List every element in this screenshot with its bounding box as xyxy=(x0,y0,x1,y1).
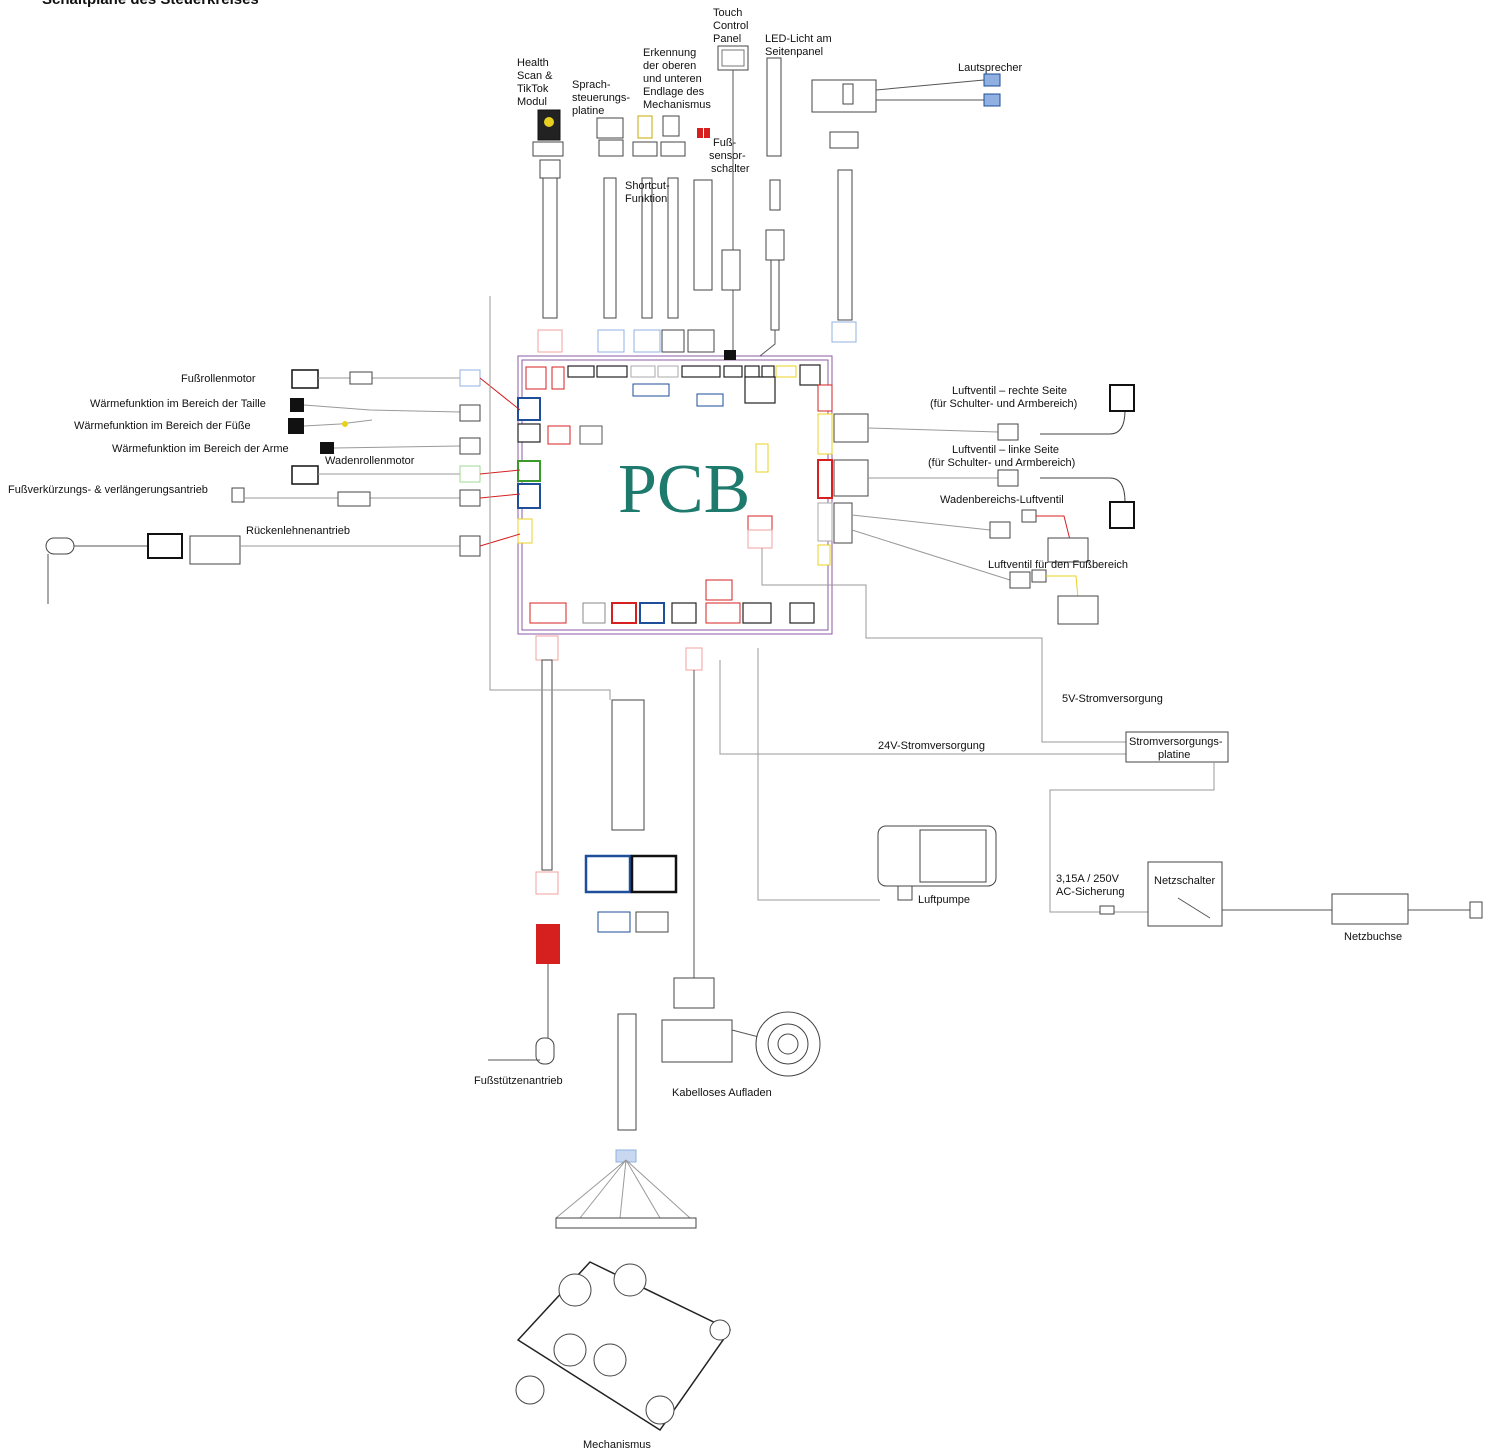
fuss-sensor-schalter: Fuß- sensor- schalter Shortcut- Funktion xyxy=(625,128,750,353)
netzbuchse-label: Netzbuchse xyxy=(1344,931,1402,943)
touch-label-3: Panel xyxy=(713,33,741,45)
bottom-harness: Fußstützenantrieb Kabelloses Aufladen xyxy=(474,296,821,1229)
fuss-sensor-label-2: sensor- xyxy=(709,150,746,162)
touch-control-panel: Touch Control Panel xyxy=(713,7,749,360)
fuss-sensor-label-3: schalter xyxy=(711,163,750,175)
lautsprecher-label: Lautsprecher xyxy=(958,62,1023,74)
stromplatine-label-1: Stromversorgungs- xyxy=(1129,736,1223,748)
luftventil-rechts-label-1: Luftventil – rechte Seite xyxy=(952,385,1067,397)
endlage-label-1: Erkennung xyxy=(643,47,696,59)
sicherung-label-1: 3,15A / 250V xyxy=(1056,873,1120,885)
diagram-title: Schaltpläne des Steuerkreises xyxy=(42,0,259,8)
touch-label-2: Control xyxy=(713,20,748,32)
sprach-label-1: Sprach- xyxy=(572,79,611,91)
health-scan-module: Health Scan & TikTok Modul xyxy=(517,57,564,353)
luftpumpe: Luftpumpe xyxy=(757,648,997,906)
sicherung-label-2: AC-Sicherung xyxy=(1056,886,1124,898)
fuss-luftventil-label: Luftventil für den Fußbereich xyxy=(988,559,1128,571)
strom5v-label: 5V-Stromversorgung xyxy=(1062,693,1163,705)
shortcut-label-1: Shortcut- xyxy=(625,180,670,192)
luftventil-rechts: Luftventil – rechte Seite (für Schulter-… xyxy=(833,384,1135,443)
strom24v-label: 24V-Stromversorgung xyxy=(878,740,985,752)
waerme-taille: Wärmefunktion im Bereich der Taille xyxy=(90,398,481,422)
health-scan-label-2: Scan & xyxy=(517,70,553,82)
waden-luftventil-label: Wadenbereichs-Luftventil xyxy=(940,494,1064,506)
endlage-label-3: und unteren xyxy=(643,73,702,85)
lautsprecher-module: Lautsprecher xyxy=(811,62,1023,343)
touch-label-1: Touch xyxy=(713,7,742,19)
kabellos-label: Kabelloses Aufladen xyxy=(672,1087,772,1099)
netzbuchse-box xyxy=(1331,893,1409,925)
fussrollenmotor: Fußrollenmotor xyxy=(181,369,521,411)
fussverkuerzung-antrieb: Fußverkürzungs- & verlängerungsantrieb xyxy=(8,484,521,507)
led-label-2: Seitenpanel xyxy=(765,46,823,58)
fussverkuerzung-label: Fußverkürzungs- & verlängerungsantrieb xyxy=(8,484,208,496)
waerme-arme-label: Wärmefunktion im Bereich der Arme xyxy=(112,443,289,455)
endlage-label-2: der oberen xyxy=(643,60,696,72)
netzschalter-box xyxy=(1147,861,1223,927)
stromplatine-label-2: platine xyxy=(1158,749,1190,761)
pcb-board: PCB xyxy=(517,355,833,635)
fuse-icon xyxy=(1099,905,1115,915)
netzschalter-label: Netzschalter xyxy=(1154,875,1215,887)
led-label-1: LED-Licht am xyxy=(765,33,832,45)
luftventil-rechts-label-2: (für Schulter- und Armbereich) xyxy=(930,398,1077,410)
rueckenlehne-antrieb: Rückenlehnenantrieb xyxy=(45,525,521,604)
waden-luftventil: Wadenbereichs-Luftventil xyxy=(833,494,1089,563)
waerme-arme: Wärmefunktion im Bereich der Arme xyxy=(112,437,481,455)
wadenrollenmotor-label: Wadenrollenmotor xyxy=(325,455,415,467)
stromplatine-box xyxy=(1125,731,1229,763)
wadenrollenmotor: Wadenrollenmotor xyxy=(291,455,521,485)
fuss-sensor-label-1: Fuß- xyxy=(713,137,737,149)
power-supply: 5V-Stromversorgung 24V-Stromversorgung S… xyxy=(719,548,1483,943)
health-scan-label-4: Modul xyxy=(517,96,547,108)
sprach-platine: Sprach- steuerungs- platine xyxy=(572,79,630,353)
luftventil-links-label-2: (für Schulter- und Armbereich) xyxy=(928,457,1075,469)
luftventil-links: Luftventil – linke Seite (für Schulter- … xyxy=(833,444,1135,529)
fuss-luftventil: Luftventil für den Fußbereich xyxy=(851,529,1128,625)
pcb-label: PCB xyxy=(618,451,750,528)
mechanismus-label: Mechanismus xyxy=(583,1439,651,1451)
endlage-label-4: Endlage des xyxy=(643,86,705,98)
health-scan-label-3: TikTok xyxy=(517,83,549,95)
luftventil-links-label-1: Luftventil – linke Seite xyxy=(952,444,1059,456)
health-scan-label-1: Health xyxy=(517,57,549,69)
rueckenlehne-label: Rückenlehnenantrieb xyxy=(246,525,350,537)
sprach-label-2: steuerungs- xyxy=(572,92,630,104)
mechanismus: Mechanismus xyxy=(515,1261,732,1451)
waerme-fuesse: Wärmefunktion im Bereich der Füße xyxy=(74,418,373,434)
luftpumpe-label: Luftpumpe xyxy=(918,894,970,906)
waerme-fuesse-label: Wärmefunktion im Bereich der Füße xyxy=(74,420,251,432)
sprach-label-3: platine xyxy=(572,105,604,117)
endlage-label-5: Mechanismus xyxy=(643,99,711,111)
led-licht-seitenpanel: LED-Licht am Seitenpanel xyxy=(759,33,832,357)
fussrollenmotor-label: Fußrollenmotor xyxy=(181,373,256,385)
waerme-taille-label: Wärmefunktion im Bereich der Taille xyxy=(90,398,266,410)
endlage-sensors: Erkennung der oberen und unteren Endlage… xyxy=(632,47,711,353)
fussstuetze-label: Fußstützenantrieb xyxy=(474,1075,563,1087)
shortcut-label-2: Funktion xyxy=(625,193,667,205)
